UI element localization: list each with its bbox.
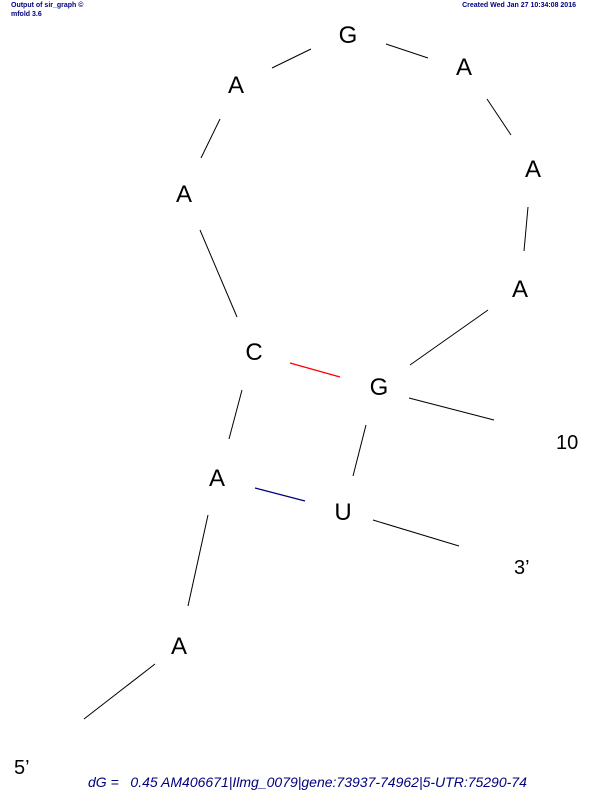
nucleotide: U xyxy=(334,499,351,526)
five-prime-label: 5’ xyxy=(14,757,30,779)
backbone-segment xyxy=(199,229,238,318)
three-prime-label: 3’ xyxy=(514,557,530,579)
nucleotide: C xyxy=(245,339,262,366)
base-pair-c-g xyxy=(289,362,341,378)
nucleotide: A xyxy=(171,633,187,660)
backbone-segment xyxy=(385,43,429,59)
energy-footer: dG = 0.45 AM406671|Ilmg_0079|gene:73937-… xyxy=(88,774,527,790)
program-version: mfold 3.6 xyxy=(11,11,42,18)
backbone-segment xyxy=(83,663,156,720)
backbone-segment xyxy=(200,118,221,159)
nucleotide: G xyxy=(370,374,389,401)
backbone-segment xyxy=(228,389,243,440)
backbone-segment xyxy=(486,98,512,136)
nucleotide: A xyxy=(512,276,528,303)
nucleotide: A xyxy=(456,54,472,81)
backbone-segment xyxy=(187,514,209,607)
nucleotide: G xyxy=(339,22,358,49)
nucleotide: A xyxy=(228,72,244,99)
index-label: 10 xyxy=(556,432,578,454)
backbone xyxy=(83,43,529,720)
tail-segment xyxy=(372,519,460,547)
backbone-segment xyxy=(409,309,489,366)
index-tick xyxy=(408,397,495,421)
creation-date: Created Wed Jan 27 10:34:08 2016 xyxy=(462,2,576,9)
base-pair-a-u xyxy=(254,487,306,502)
program-info: Output of sir_graph © mfold 3.6 xyxy=(11,1,83,19)
backbone-segment xyxy=(352,424,367,477)
nucleotide: A xyxy=(209,465,225,492)
nucleotide: A xyxy=(176,181,192,208)
nucleotide: A xyxy=(525,156,541,183)
program-name: Output of sir_graph © xyxy=(11,2,84,9)
backbone-segment xyxy=(523,206,529,252)
backbone-segment xyxy=(271,48,312,69)
